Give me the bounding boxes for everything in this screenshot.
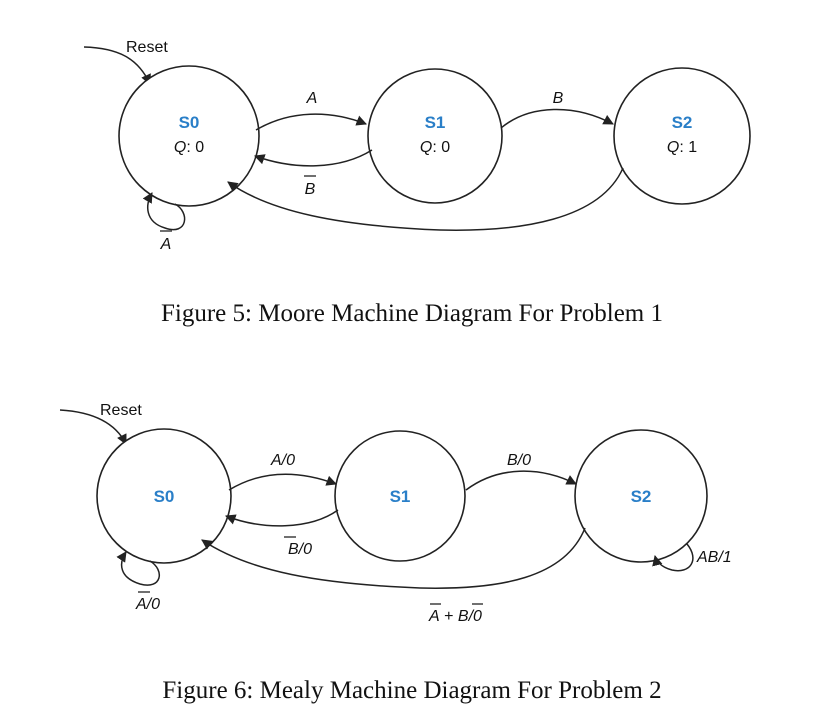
mealy-edge-s0-s1-label: A/0	[270, 452, 295, 469]
moore-edge-s0-s1	[255, 113, 367, 131]
moore-reset-label: Reset	[126, 39, 168, 56]
mealy-edge-s2-s0-label: A + B/0	[428, 608, 482, 625]
moore-edge-s1-s2-label: B	[553, 90, 564, 107]
mealy-reset-arrow	[59, 409, 127, 445]
moore-state-s2	[613, 67, 751, 205]
mealy-state-s0	[96, 428, 232, 564]
figure5-caption: Figure 5: Moore Machine Diagram For Prob…	[161, 300, 663, 327]
moore-s0-name: S0	[179, 113, 200, 132]
moore-reset-arrow	[83, 46, 151, 85]
moore-edge-s2-s0	[227, 167, 624, 231]
moore-edge-s1-s2	[500, 108, 614, 129]
mealy-edge-s0-s1	[228, 473, 337, 491]
moore-state-s0	[118, 65, 260, 207]
moore-edge-s1-s0	[254, 149, 373, 167]
mealy-self-loop-s2	[652, 543, 694, 572]
moore-edge-s1-s0-label: B	[305, 181, 316, 198]
moore-s2-output: Q: 1	[667, 139, 697, 156]
moore-s1-name: S1	[425, 113, 446, 132]
moore-s1-output: Q: 0	[420, 139, 450, 156]
mealy-self-loop-s0-label: A/0	[135, 596, 160, 613]
mealy-self-loop-s0	[116, 551, 160, 586]
moore-s0-output: Q: 0	[174, 139, 204, 156]
mealy-state-s1	[334, 430, 466, 562]
mealy-edge-s2-s0	[201, 527, 586, 589]
mealy-edge-s1-s0-label: B/0	[288, 541, 312, 558]
moore-edge-s0-s1-label: A	[306, 90, 318, 107]
mealy-reset-label: Reset	[100, 402, 142, 419]
mealy-edge-s1-s2-label: B/0	[507, 452, 531, 469]
mealy-edge-s1-s2	[465, 470, 577, 491]
mealy-state-s2	[574, 429, 708, 563]
mealy-diagram: Reset S0 S1 S2 A/0 B/0 B/0 A + B/0 A/0 A…	[59, 402, 732, 625]
mealy-s0-name: S0	[154, 487, 175, 506]
mealy-edge-s1-s0	[225, 509, 339, 527]
moore-s2-name: S2	[672, 113, 693, 132]
moore-self-loop-s0	[142, 192, 186, 231]
mealy-s1-name: S1	[390, 487, 411, 506]
moore-state-s1	[367, 68, 503, 204]
moore-self-loop-s0-label: A	[160, 236, 172, 253]
mealy-s2-name: S2	[631, 487, 652, 506]
figure6-caption: Figure 6: Mealy Machine Diagram For Prob…	[162, 677, 661, 704]
mealy-self-loop-s2-label: AB/1	[696, 549, 732, 566]
moore-diagram: Reset S0 Q: 0 S1 Q: 0 S2 Q: 1 A B B A	[83, 39, 751, 253]
